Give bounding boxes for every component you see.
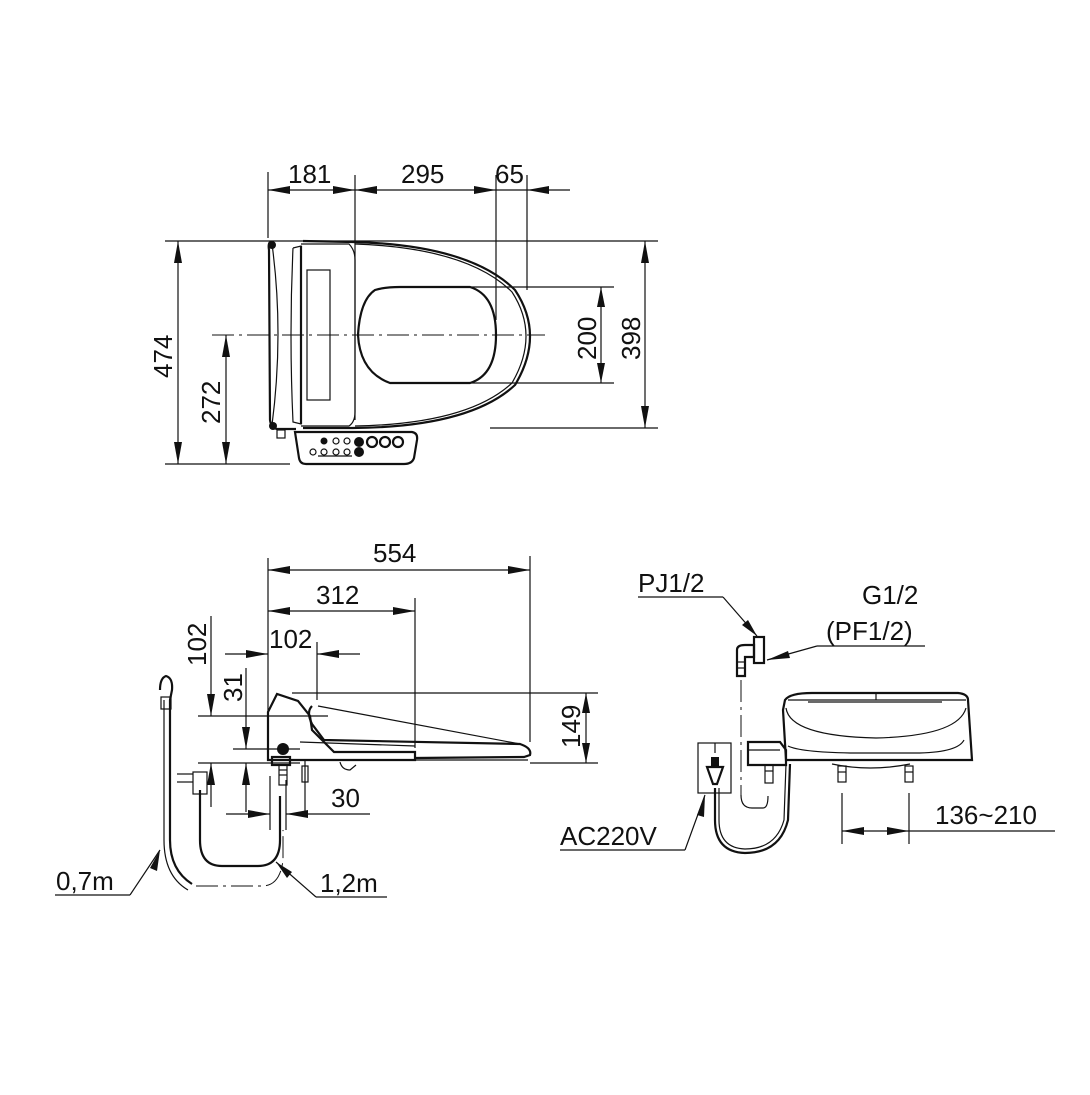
dim-312: 312 (316, 580, 359, 610)
dim-398: 398 (616, 317, 646, 360)
label-pf-thread: (PF1/2) (826, 616, 913, 646)
dim-295: 295 (401, 159, 444, 189)
dim-bolt-spacing: 136~210 (935, 800, 1037, 830)
dim-200: 200 (572, 317, 602, 360)
front-view: PJ1/2 G1/2 (PF1/2) AC220V (560, 568, 1055, 855)
dim-272: 272 (196, 381, 226, 424)
label-power: AC220V (560, 821, 657, 851)
label-pj-thread: PJ1/2 (638, 568, 705, 598)
dim-102-vertical: 102 (182, 623, 212, 666)
top-view: 181 295 65 474 272 200 398 (148, 159, 658, 466)
dim-31: 31 (218, 673, 248, 702)
side-view: 554 312 102 102 31 (55, 538, 598, 898)
label-hose-length: 0,7m (56, 866, 114, 896)
label-power-cord-length: 1,2m (320, 868, 378, 898)
dim-181: 181 (288, 159, 331, 189)
control-panel-buttons (309, 435, 405, 457)
dim-149-side: 149 (556, 705, 586, 748)
dim-65: 65 (495, 159, 524, 189)
dim-554: 554 (373, 538, 416, 568)
dim-474: 474 (148, 335, 178, 378)
dim-102-horizontal: 102 (269, 624, 312, 654)
label-g-thread: G1/2 (862, 580, 918, 610)
dim-30: 30 (331, 783, 360, 813)
